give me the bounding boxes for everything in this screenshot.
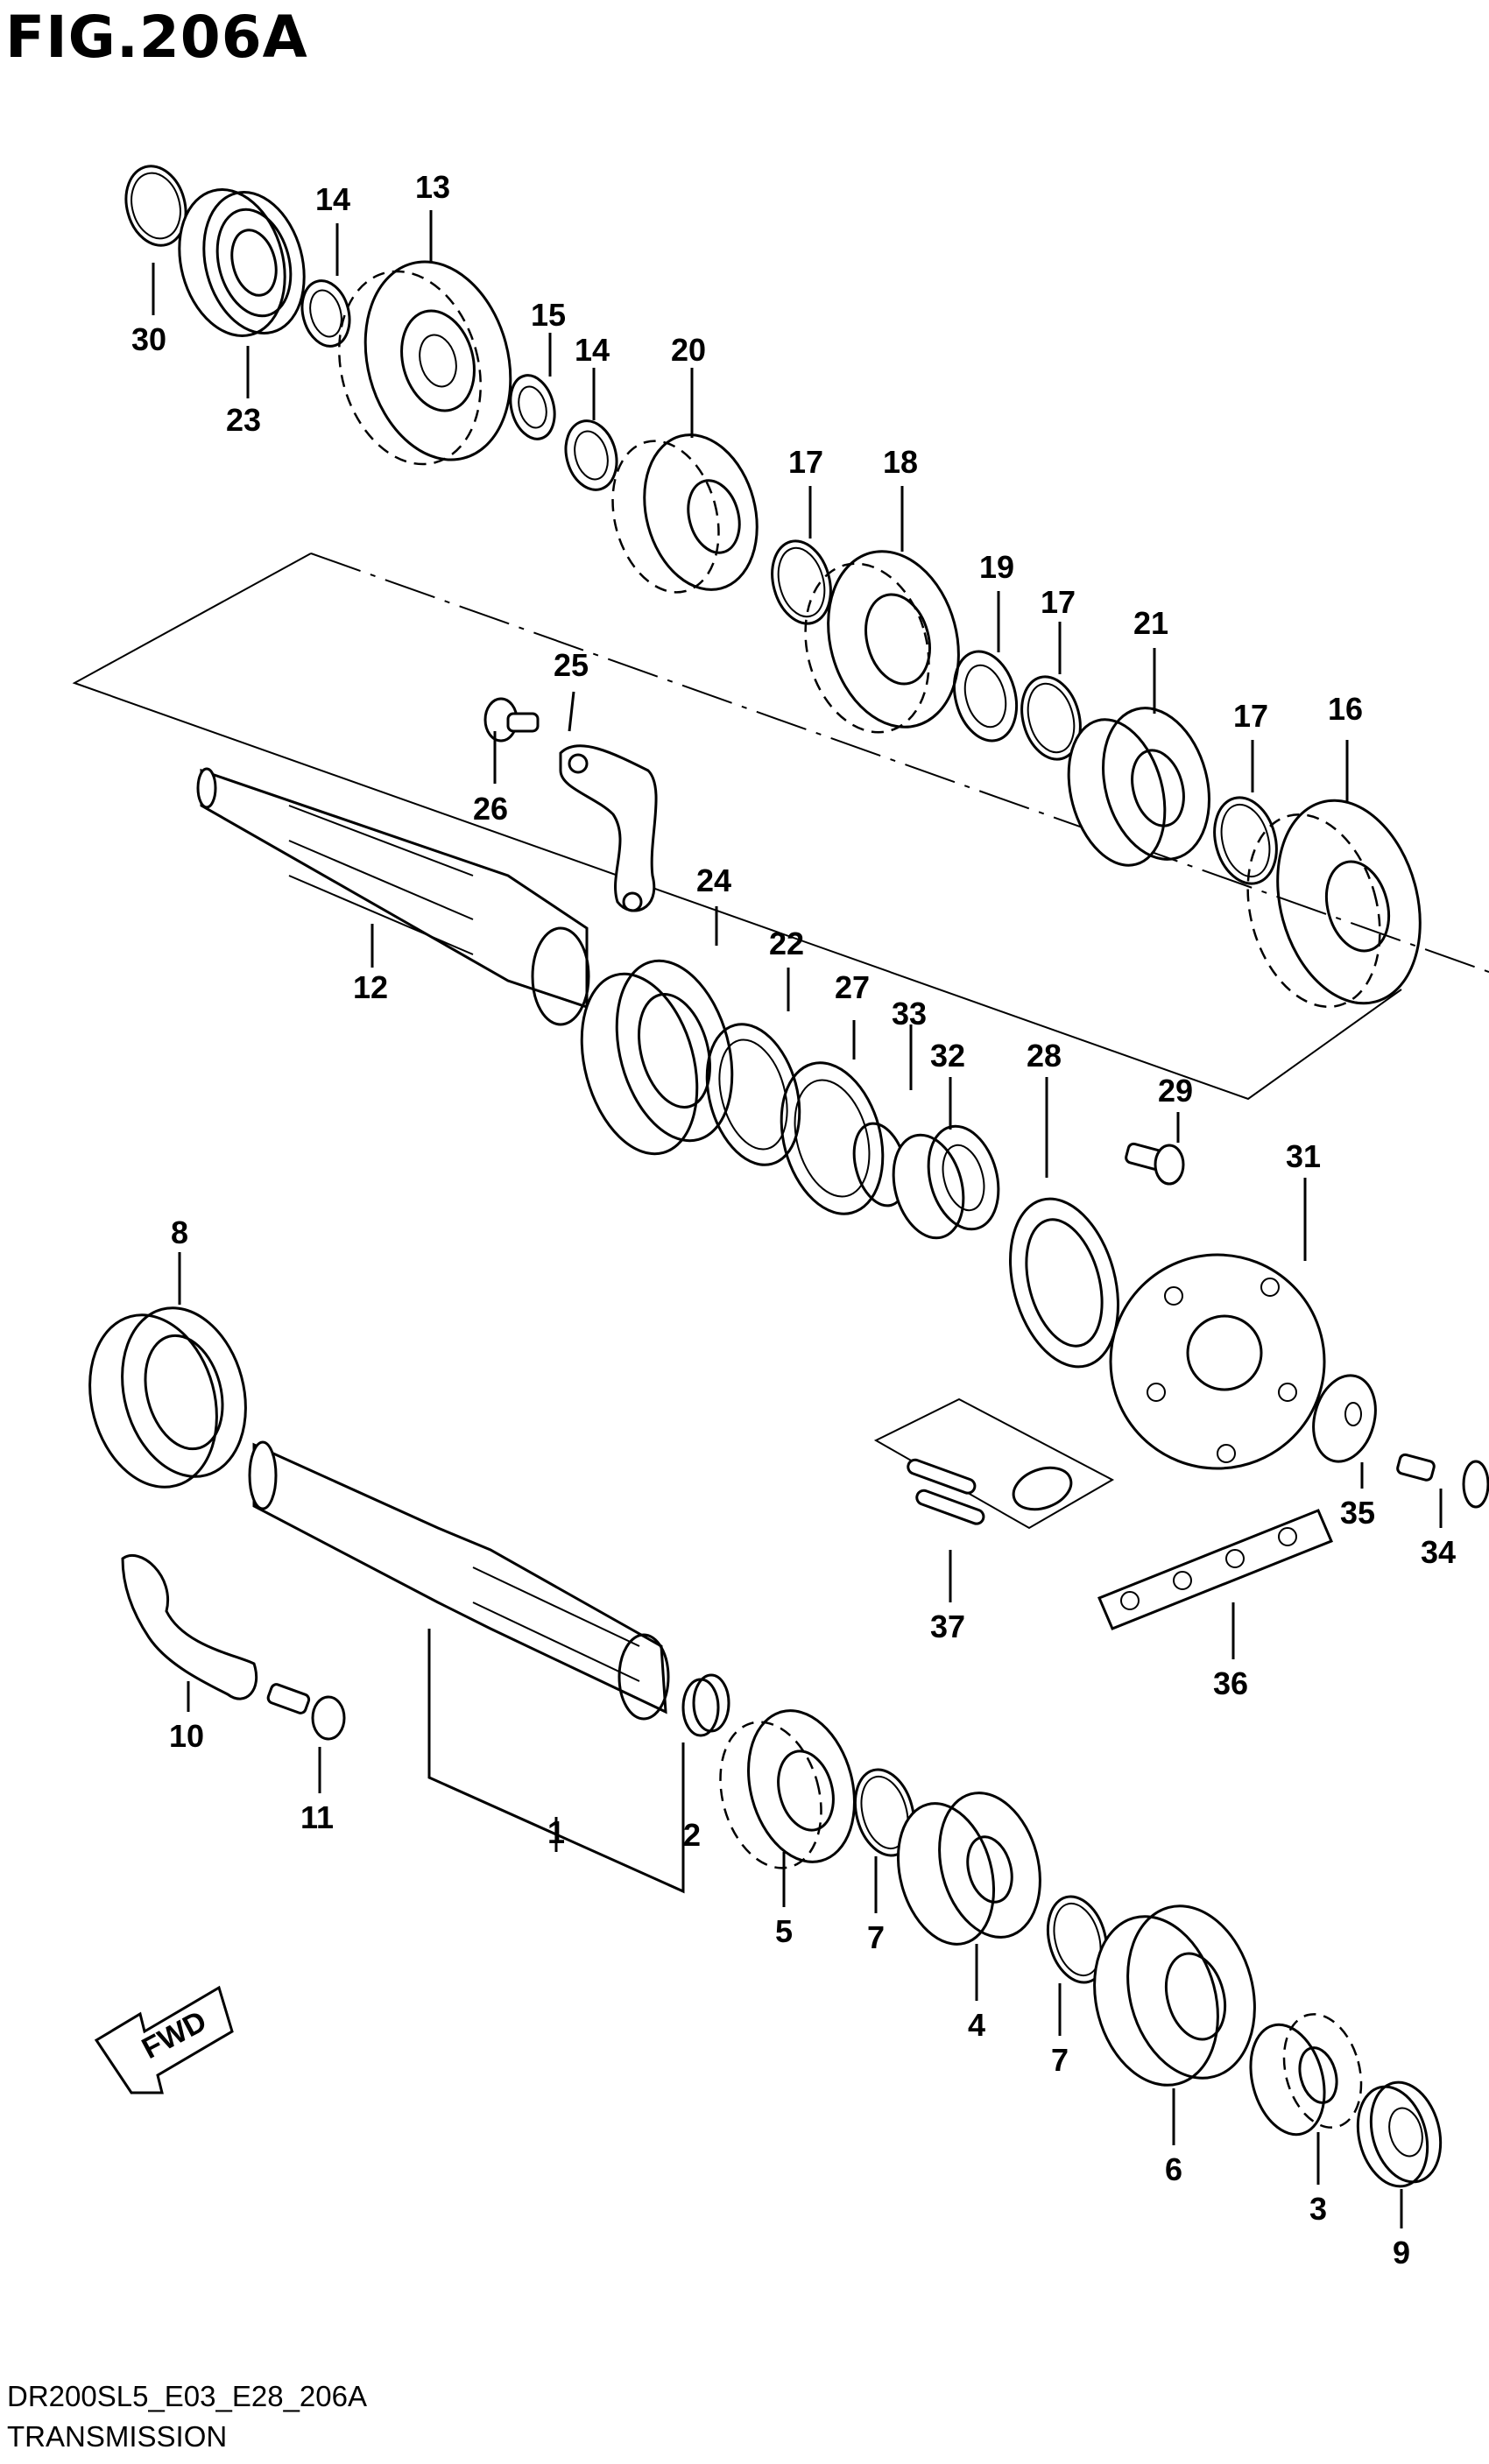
callout-34: 34 [1421,1534,1456,1570]
callout-22: 22 [769,926,804,961]
callout-26: 26 [473,791,508,827]
callout-13: 13 [415,169,450,205]
circlip-17c [1213,796,1278,885]
gear-13 [338,260,512,466]
gear-4 [896,1792,1041,1946]
callout-23: 23 [226,402,261,438]
callout-7b: 7 [1051,2042,1069,2078]
circlip-30 [124,165,187,247]
bearing-8 [88,1306,247,1489]
callout-30: 30 [131,321,166,357]
bearing-23 [178,188,306,337]
washer-19 [953,650,1018,743]
callout-17c: 17 [1233,698,1268,734]
callout-20: 20 [671,332,706,368]
callout-31: 31 [1286,1138,1321,1174]
washer-14b [564,419,618,491]
callout-1: 1 [547,1814,565,1850]
callout-5: 5 [775,1913,793,1949]
figure-name: TRANSMISSION [7,2420,228,2453]
forward-direction-badge: FWD [94,1985,234,2094]
washer-14a [300,279,351,348]
callout-19: 19 [979,549,1014,585]
washer-35 [1312,1374,1377,1463]
figure-title: FIG.206A [5,4,308,71]
gear-6 [1093,1904,1256,2087]
callout-25: 25 [554,647,589,683]
countershaft-12 [196,767,590,1026]
screw-26 [483,697,540,743]
callout-8: 8 [171,1214,188,1250]
sprocket-31 [1109,1253,1326,1470]
callout-9: 9 [1393,2235,1410,2270]
oil-seal-22 [705,1023,801,1166]
callout-14b: 14 [575,332,610,368]
gear-5 [719,1709,856,1869]
callout-27: 27 [835,969,870,1005]
spacer-32 [892,1124,1000,1240]
bearing-9 [1356,2080,1443,2188]
gear-18 [804,550,960,734]
leader-lines [152,210,1443,2228]
callout-2: 2 [683,1817,701,1853]
callout-3: 3 [1309,2191,1327,2227]
callout-18: 18 [883,444,918,480]
callout-17a: 17 [788,444,823,480]
callout-4: 4 [968,2007,985,2043]
gear-3 [1249,2013,1363,2137]
bearing-24 [580,959,734,1156]
figure-code: DR200SL5_E03_E28_206A [7,2380,368,2412]
callout-28: 28 [1027,1038,1062,1074]
callout-7a: 7 [867,1919,885,1955]
callout-33: 33 [892,996,927,1031]
plate-28 [1009,1197,1119,1369]
callout-16: 16 [1328,691,1363,727]
bolt-34 [1396,1453,1489,1509]
callout-17b: 17 [1041,584,1076,620]
driveshaft-1 [248,1440,670,1721]
oil-seal-27 [780,1061,885,1215]
callout-35: 35 [1340,1495,1375,1531]
callout-12: 12 [353,969,388,1005]
callout-11: 11 [300,1799,334,1835]
bearing-retainer-10 [121,1554,258,1700]
callout-21: 21 [1133,605,1168,641]
circlip-7a [853,1768,916,1857]
callout-29: 29 [1158,1073,1193,1109]
callout-24: 24 [696,862,731,898]
gear-21 [1067,707,1210,867]
spline-collar-2 [681,1673,730,1737]
callout-32: 32 [930,1038,965,1074]
callout-6: 6 [1165,2151,1182,2187]
callout-10: 10 [169,1718,204,1754]
gear-20 [611,433,759,594]
circlip-17b [1020,675,1082,761]
gear-16 [1246,799,1422,1009]
group-frame [72,553,1402,1101]
callout-36: 36 [1213,1665,1248,1701]
bearing-retainer-25 [559,744,658,912]
screw-11 [266,1683,346,1741]
circlip-7b [1046,1895,1109,1984]
drive-chain-36 [1097,1509,1333,1630]
callout-labels: 30 23 14 13 15 14 20 17 18 19 17 21 17 1… [131,169,1456,2270]
bolt-29 [1125,1142,1185,1186]
chain-joint-37 [873,1397,1115,1530]
callout-37: 37 [930,1609,965,1644]
needle-bearing-15 [509,374,556,440]
callout-14a: 14 [315,181,350,217]
callout-15: 15 [531,297,566,333]
